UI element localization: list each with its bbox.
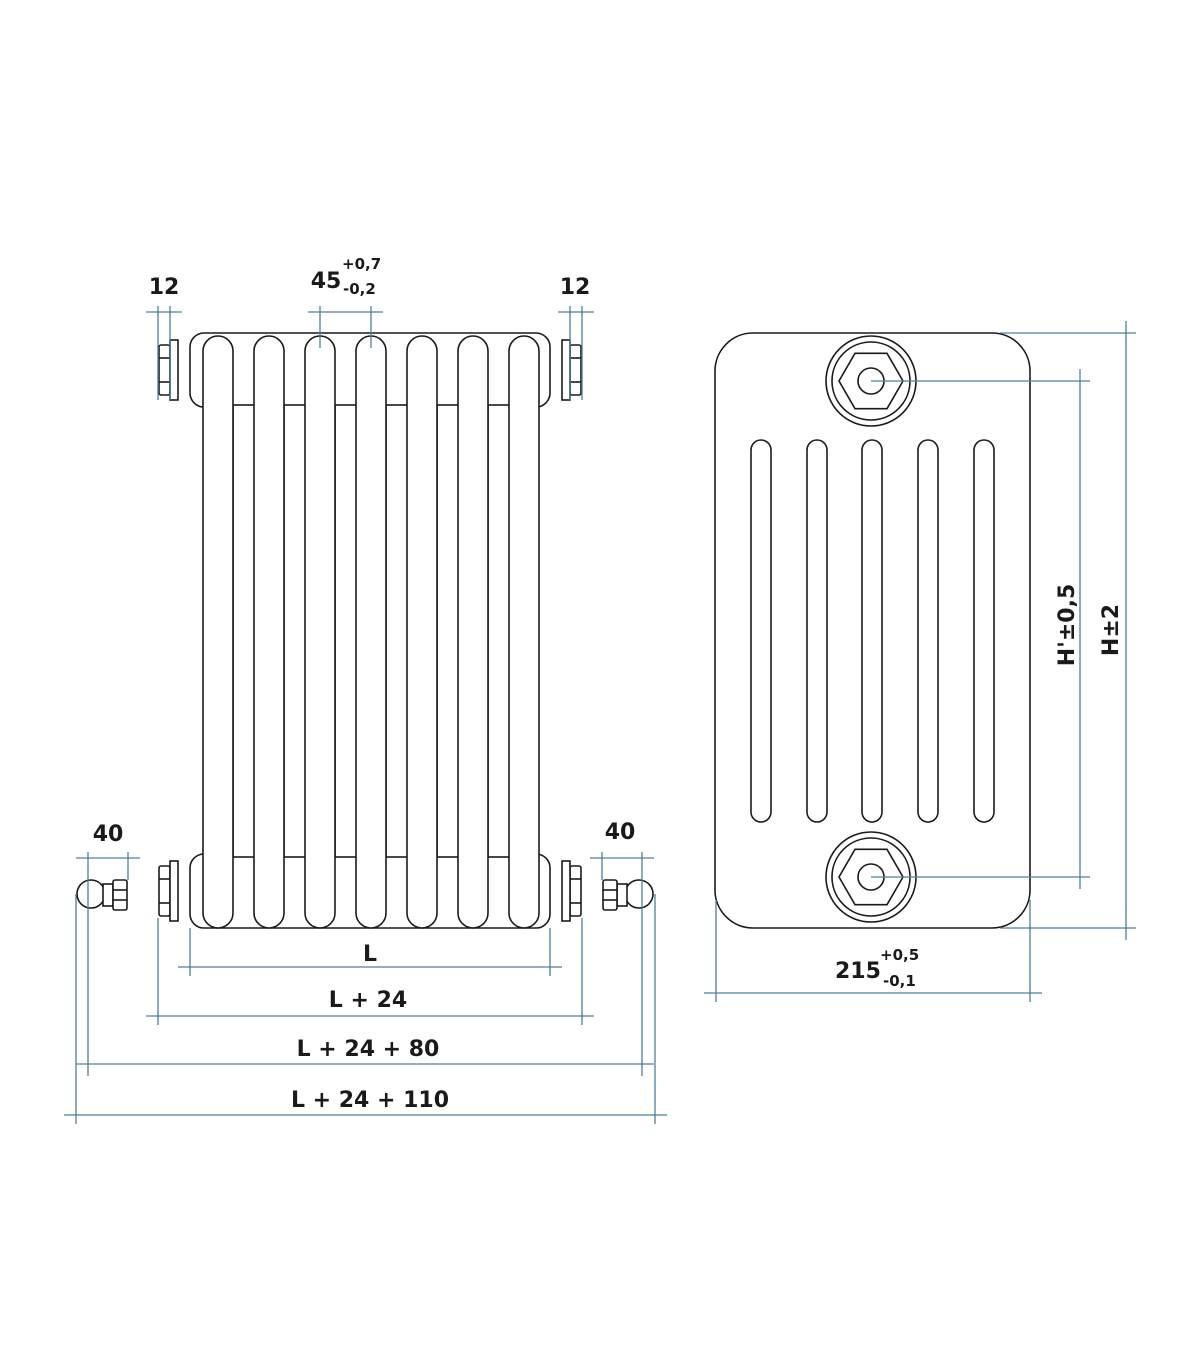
dim-40-right-label: 40 <box>605 820 636 845</box>
plug-top-right <box>561 339 582 401</box>
slot <box>750 439 772 823</box>
dim-12-right-label: 12 <box>560 275 591 300</box>
valve-left <box>76 879 128 911</box>
dim-40-right: 40 <box>590 820 654 1076</box>
tube <box>253 335 285 929</box>
slot <box>861 439 883 823</box>
dim-H: H±2 <box>1000 321 1136 940</box>
dim-45-tol-plus: +0,7 <box>342 255 381 273</box>
tube <box>304 335 336 929</box>
tube <box>355 335 387 929</box>
front-view: 12 12 45 +0,7 -0,2 40 <box>64 255 667 1124</box>
dim-12-left: 12 <box>146 275 182 400</box>
dim-215: 215 +0,5 -0,1 <box>704 900 1042 1002</box>
dim-L24-80: L + 24 + 80 <box>76 1037 654 1065</box>
slot <box>806 439 828 823</box>
slot <box>917 439 939 823</box>
dim-45-label: 45 <box>311 269 342 294</box>
dim-L24-80-label: L + 24 + 80 <box>297 1037 440 1062</box>
dim-L-label: L <box>363 942 377 967</box>
plug-bottom-left <box>158 860 179 922</box>
side-view: 215 +0,5 -0,1 H'±0,5 H±2 <box>704 321 1136 1002</box>
dim-45: 45 +0,7 -0,2 <box>308 255 383 348</box>
plug-top-left <box>158 339 179 401</box>
dim-H-label: H±2 <box>1099 604 1124 656</box>
dim-H-prime: H'±0,5 <box>871 369 1090 889</box>
dim-40-left: 40 <box>76 822 140 1076</box>
dim-215-label: 215 <box>835 959 881 984</box>
dim-215-tol-minus: -0,1 <box>883 972 916 990</box>
tubes <box>202 335 540 929</box>
tube <box>457 335 489 929</box>
tube <box>406 335 438 929</box>
tube <box>202 335 234 929</box>
dim-L24-110-label: L + 24 + 110 <box>291 1088 449 1113</box>
slots <box>750 439 995 823</box>
dim-L24: L + 24 <box>146 918 594 1025</box>
dim-12-right: 12 <box>558 275 594 400</box>
tube <box>508 335 540 929</box>
dim-12-left-label: 12 <box>149 275 180 300</box>
slot <box>973 439 995 823</box>
dim-45-tol-minus: -0,2 <box>343 280 376 298</box>
dim-L24-label: L + 24 <box>329 988 407 1013</box>
plug-bottom-right <box>561 860 582 922</box>
valve-right <box>602 879 654 911</box>
dim-215-tol-plus: +0,5 <box>880 946 919 964</box>
dim-L: L <box>178 928 562 976</box>
dim-40-left-label: 40 <box>93 822 124 847</box>
dim-L24-110: L + 24 + 110 <box>64 894 667 1124</box>
dim-H-prime-label: H'±0,5 <box>1055 584 1080 667</box>
